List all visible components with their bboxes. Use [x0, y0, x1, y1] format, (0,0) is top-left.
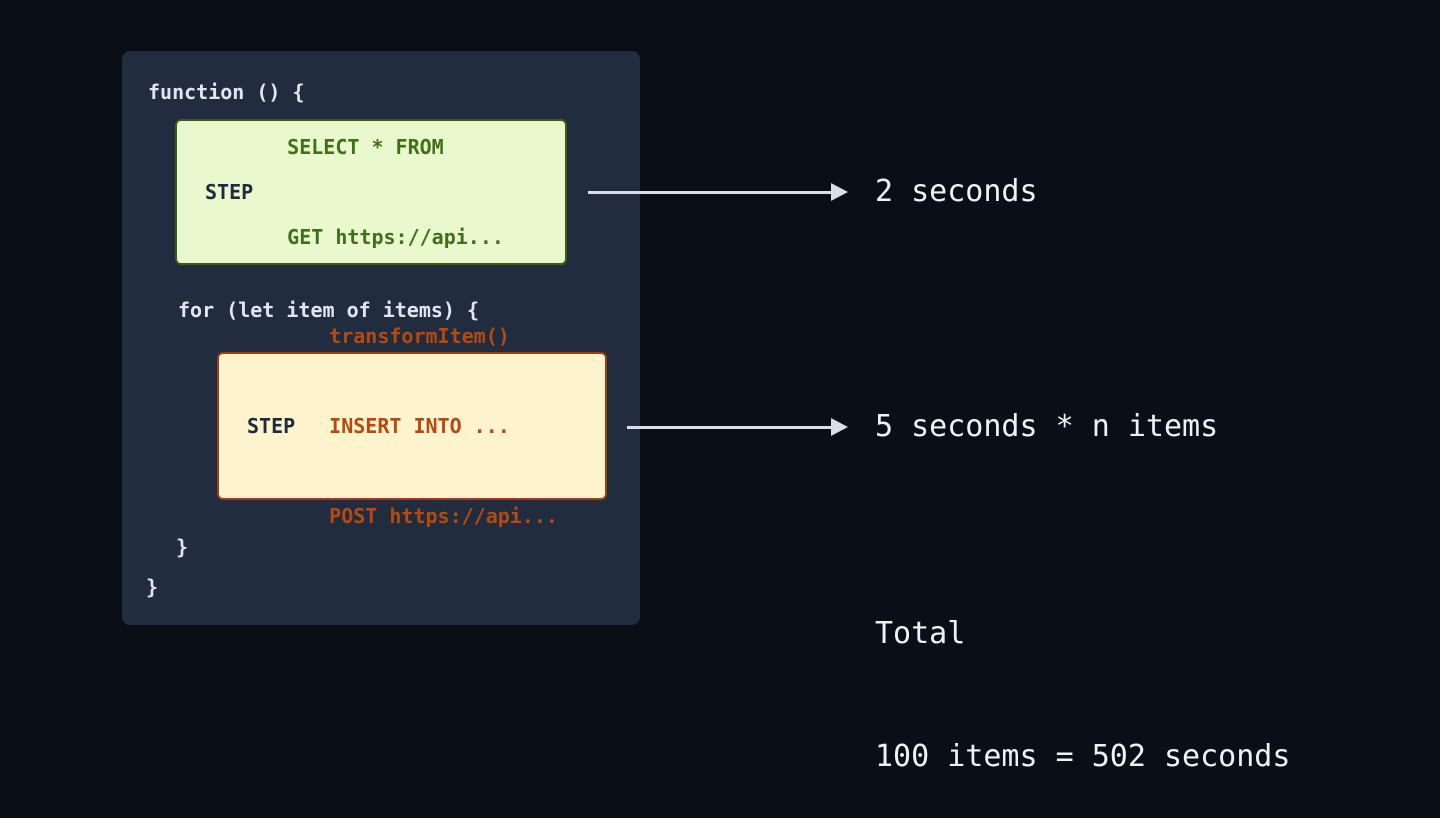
step2-code-line: INSERT INTO ... [329, 414, 510, 438]
step2-duration: 5 seconds * n items [875, 409, 1219, 444]
arrow-right-icon [588, 183, 848, 201]
step2-code-line: POST https://api... [329, 504, 558, 528]
code-function-close: } [146, 575, 159, 599]
step-label: STEP [205, 180, 254, 204]
arrow-right-icon [627, 418, 848, 436]
step-box-extract: STEP SELECT * FROM GET https://api... [175, 119, 567, 265]
arrow-head [831, 183, 848, 201]
step1-code: SELECT * FROM GET https://api... [287, 72, 504, 312]
code-panel: function () { STEP SELECT * FROM GET htt… [122, 51, 640, 625]
arrow-line [627, 425, 831, 429]
step2-code: transformItem() INSERT INTO ... POST htt… [329, 261, 558, 591]
step1-code-line: GET https://api... [287, 225, 504, 249]
arrow-line [588, 190, 831, 194]
step2-code-line: transformItem() [329, 324, 510, 348]
total-summary: Total 100 items = 502 seconds [875, 531, 1290, 818]
code-function-open: function () { [148, 80, 305, 104]
step1-code-line: SELECT * FROM [287, 135, 444, 159]
total-label: Total [875, 616, 966, 651]
total-value: 100 items = 502 seconds [875, 739, 1291, 774]
step-label: STEP [247, 414, 296, 438]
step-box-transform: STEP transformItem() INSERT INTO ... POS… [217, 324, 607, 528]
arrow-head [831, 418, 848, 436]
code-for-open: for (let item of items) { [178, 298, 480, 322]
step1-duration: 2 seconds [875, 174, 1038, 209]
code-for-close: } [176, 535, 189, 559]
